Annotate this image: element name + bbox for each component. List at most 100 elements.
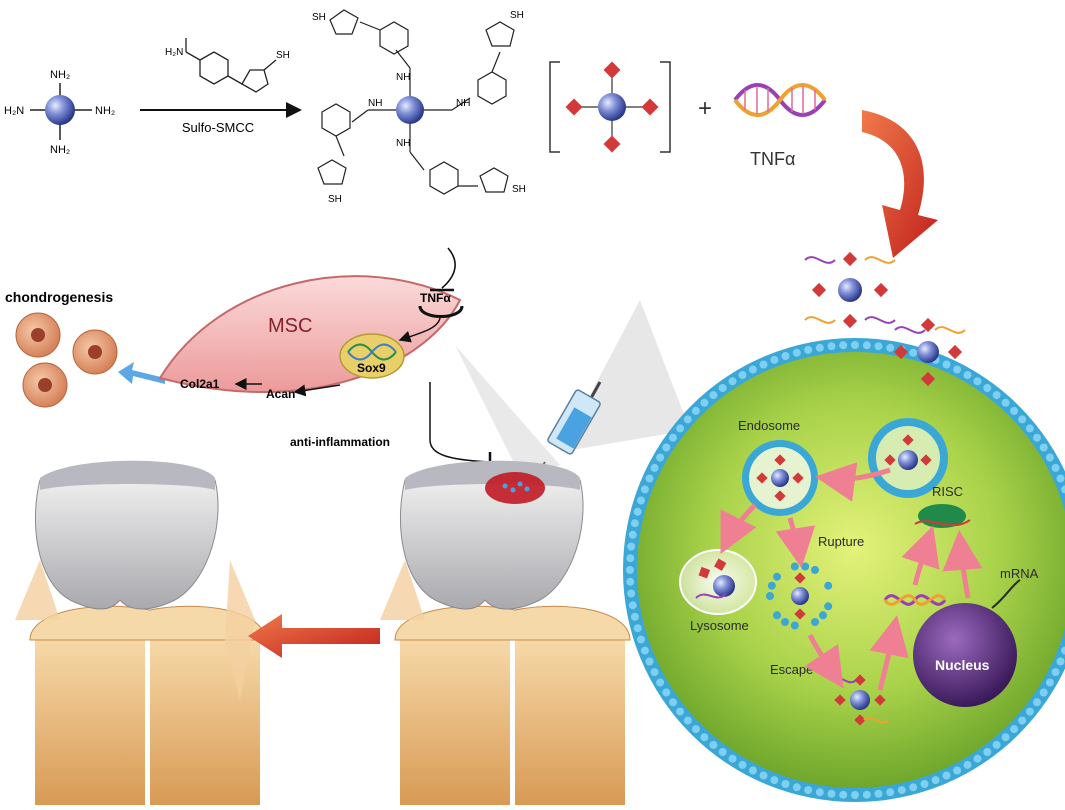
released-sirna-icon [883,594,947,606]
lipid-head-icon [874,789,883,798]
reagent-thiol-label: SH [276,50,290,61]
lipid-head-icon [804,345,813,354]
lipid-head-icon [886,343,895,352]
escape-label: Escape [770,662,813,677]
lipid-fragment-icon [811,566,819,574]
process-arrows [720,462,983,691]
tnfa-receptor-icon [418,305,464,318]
msc-label: MSC [268,315,312,337]
msc-beam [455,345,560,475]
lipid-head-icon [953,766,962,775]
lipid-head-icon [909,783,918,792]
amine-core: NH₂ H₂N NH₂ NH₂ [4,69,115,156]
lipid-head-icon [650,668,659,677]
lipid-head-icon [626,566,634,574]
lipid-head-icon [815,788,824,797]
assembly-arrow [862,110,938,258]
lipid-head-icon [862,341,871,350]
lipid-head-icon [851,341,859,349]
lipid-fragment-icon [824,581,833,590]
anti-inflammation-label: anti-inflammation [290,435,390,449]
lipid-fragment-icon [766,592,774,600]
lipid-head-icon [628,601,637,610]
lipid-head-icon [728,377,737,386]
lipid-head-icon [931,776,940,785]
endosome [742,440,818,516]
lesion-icon [485,472,545,504]
product-core-sphere-icon [396,96,424,124]
product-amine-top: NH [396,72,410,83]
lipid-head-icon [662,443,671,452]
rupture-label: Rupture [818,534,864,549]
lipid-head-icon [1001,733,1010,742]
lipid-head-icon [983,384,992,392]
lipid-head-icon [992,391,1001,400]
lipid-head-icon [983,748,992,756]
lipid-head-icon [909,348,918,357]
lipid-head-icon [748,766,757,775]
lipid-fragment-icon [811,618,819,626]
lipid-fragment-icon [824,602,833,611]
lipid-head-icon [656,453,665,462]
thiol-diamond-icon [565,98,583,116]
core-label-bottom: NH₂ [50,144,70,156]
lipid-head-icon [886,788,895,797]
lipid-head-icon [827,342,836,351]
lipid-head-icon [748,365,757,374]
lipid-head-icon [1061,646,1065,655]
lipid-head-icon [839,341,848,350]
lipid-head-icon [645,657,654,666]
lipid-head-icon [640,485,649,494]
lipid-head-icon [676,707,685,716]
lipid-head-icon [700,398,709,407]
gene-label: TNFα [750,149,795,169]
reagent-amide-label: H₂N [165,47,183,58]
lipid-head-icon [738,760,747,769]
lipid-head-icon [1061,485,1065,494]
lipid-head-icon [770,355,779,364]
lipid-head-icon [781,352,790,360]
uptake-arrow [815,462,891,502]
pit-complex [884,434,932,470]
thiol-diamond-icon [641,98,659,116]
lipid-head-icon [1025,424,1034,433]
lipid-head-icon [691,725,700,734]
lipid-head-icon [718,748,727,756]
lipid-head-icon [1001,398,1010,407]
core-label-right: NH₂ [95,105,115,117]
tnfa-receptor-label: TNFα [420,291,451,305]
lipid-head-icon [839,790,848,799]
siRNA-nanoparticle-complex [804,251,896,329]
lipid-head-icon [1051,668,1060,677]
lipid-head-icon [709,740,718,749]
risc-complex-icon [914,504,971,528]
thiol-diamond-icon [603,61,621,79]
lipid-head-icon [897,786,906,795]
lipid-head-icon [676,424,685,433]
lipid-head-icon [792,348,801,357]
lipid-head-icon [1051,463,1060,472]
lipid-head-icon [738,371,747,380]
lipid-head-icon [700,733,709,742]
lipid-head-icon [669,698,677,707]
recovery-arrow [248,614,380,658]
product-thiol-1: SH [312,12,326,23]
lipid-head-icon [1010,406,1019,415]
lipid-fragment-icon [790,621,799,630]
mrna-arrow [942,530,983,599]
lipid-head-icon [627,542,636,551]
chondrocyte-cluster [15,312,118,408]
product-amine-left: NH [368,98,382,109]
product-amine-right: NH [456,98,470,109]
lipid-fragment-icon [790,562,799,571]
lipid-head-icon [963,371,972,380]
lipid-fragment-icon [773,611,781,620]
lipid-head-icon [804,786,813,795]
product-thiol-2: SH [510,10,524,21]
thiol-diamond-icon [603,135,621,153]
lipid-head-icon [815,343,824,352]
lipid-fragment-icon [819,611,827,620]
to-lysosome-arrow [720,503,757,554]
lipid-head-icon [1018,716,1027,725]
